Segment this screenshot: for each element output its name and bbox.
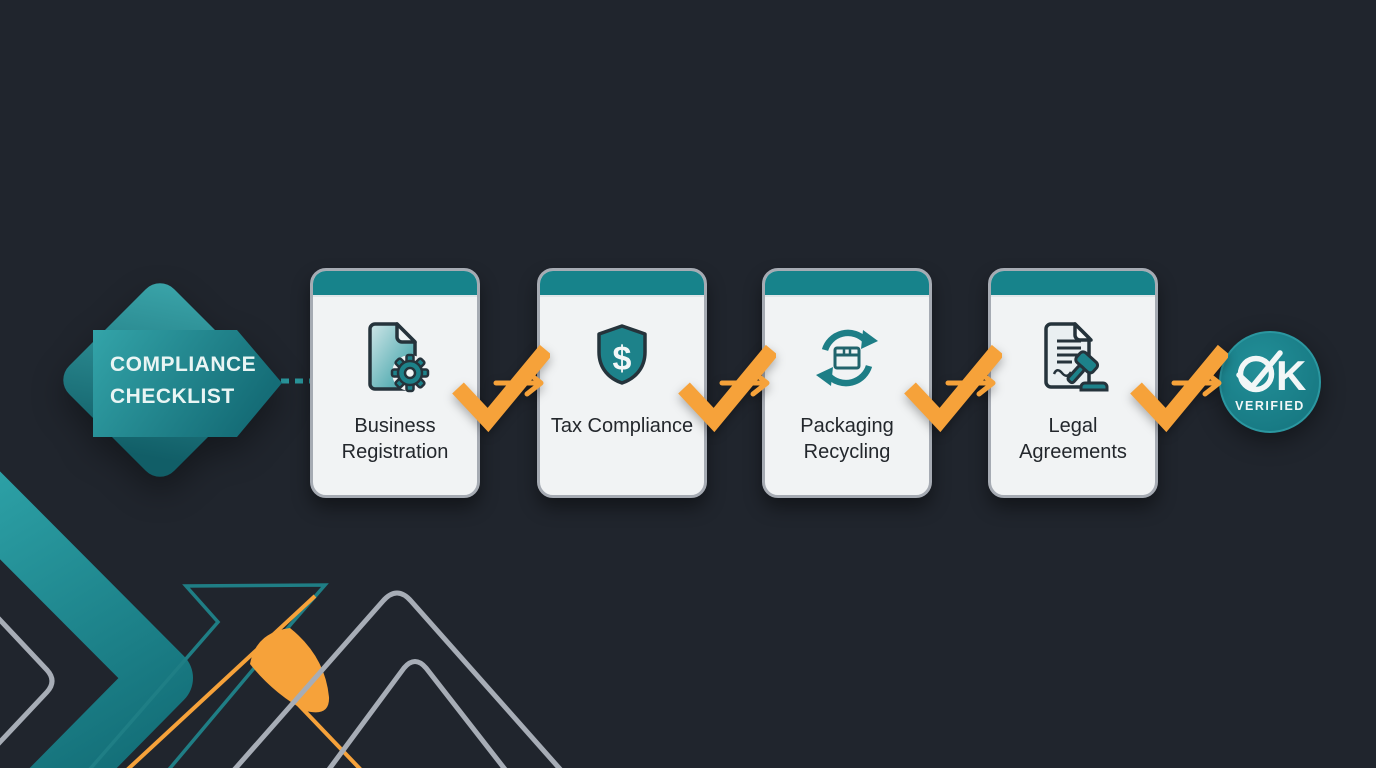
title-banner [63,283,282,477]
check-arrow-connector-3 [904,344,1002,433]
gray-chevron-inner [326,659,508,768]
gray-chevron-left [0,616,55,746]
step-card-tax-compliance: $ Tax Compliance [537,268,707,498]
orange-diagonal-line [126,594,317,768]
step-card-business-registration: Business Registration [310,268,480,498]
card-header-bar [540,271,704,297]
step-label: Tax Compliance [550,415,694,437]
orange-diagonal-line-2 [294,700,362,768]
document-gavel-icon [1044,322,1109,392]
card-header-bar [313,271,477,297]
step-label: Legal Agreements [1019,415,1127,463]
svg-text:$: $ [613,340,632,378]
check-arrow-connector-2 [678,344,776,433]
badge-verified-label: VERIFIED [1235,399,1305,413]
verified-badge: K VERIFIED [1219,331,1321,433]
dashed-connector-line [281,378,313,384]
card-header-bar [991,271,1155,297]
card-header-bar [765,271,929,297]
step-label: Packaging Recycling [800,415,894,463]
orange-flag-shape [250,628,330,713]
banner-title-line2: CHECKLIST [110,385,235,408]
recycle-box-icon [816,329,878,387]
badge-checkmark-icon [1236,350,1283,390]
banner-title: COMPLIANCE CHECKLIST [110,349,280,413]
check-arrow-connector-1 [452,344,550,433]
gray-chevron-outer [232,590,563,768]
banner-title-line1: COMPLIANCE [110,353,257,376]
step-label: Business Registration [341,415,449,463]
shield-dollar-icon: $ [597,324,647,385]
check-arrow-connector-4 [1130,344,1228,433]
badge-k-letter: K [1276,352,1306,399]
step-card-legal-agreements: Legal Agreements [988,268,1158,498]
teal-chevron-band [0,471,193,768]
banner-arrow-ribbon [93,330,282,437]
document-gear-icon [368,322,430,393]
step-card-packaging-recycling: Packaging Recycling [762,268,932,498]
